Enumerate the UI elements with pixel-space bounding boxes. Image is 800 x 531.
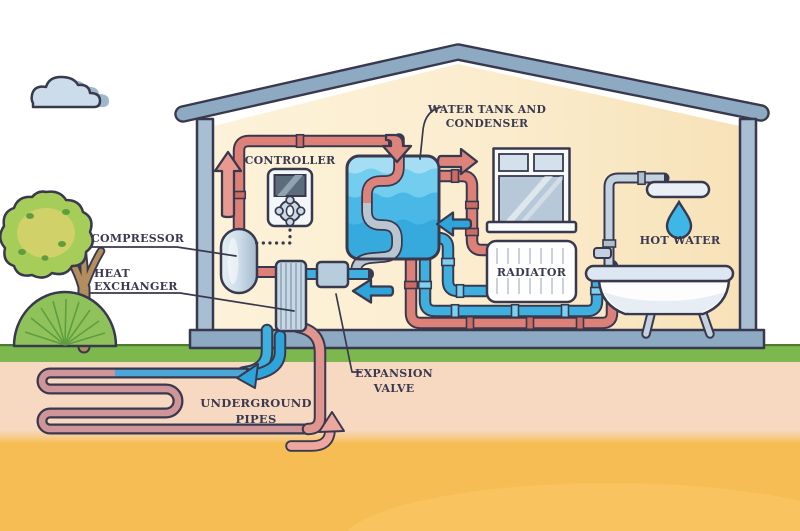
heat-exchanger-ribs	[280, 263, 302, 329]
label-underground-1: UNDERGROUND	[200, 396, 312, 410]
shower	[593, 170, 711, 280]
shower-head	[645, 180, 711, 199]
compressor	[219, 227, 259, 295]
serpentine-warm-section	[38, 369, 308, 433]
leader-expansion-valve	[335, 293, 362, 373]
ground-return-pipe	[293, 322, 325, 434]
leader-water-tank	[419, 106, 442, 160]
roof	[176, 45, 768, 121]
leader-compressor	[90, 246, 237, 257]
flow-arrow-to-valve	[351, 278, 395, 304]
leader-heat-exchanger	[90, 292, 295, 312]
label-water-tank-2: CONDENSER	[446, 117, 529, 130]
radiator-circuit-pipes	[431, 168, 496, 299]
leaf-dots	[18, 209, 70, 261]
bathtub-rim	[584, 264, 735, 283]
radiator: RADIATOR	[485, 239, 578, 304]
tree	[0, 190, 118, 354]
controller-device	[250, 167, 314, 245]
condenser-coil	[350, 133, 405, 280]
tree-crown	[0, 190, 94, 279]
water-drop-icon	[665, 199, 693, 240]
bathroom	[584, 170, 735, 339]
bathtub	[584, 264, 735, 339]
underground-pipe-loop	[36, 320, 345, 452]
hot-pipe-to-radiator	[439, 171, 489, 255]
controller-signal-dots	[250, 228, 292, 245]
window-reflection	[505, 176, 563, 222]
cloud	[30, 75, 109, 109]
shower-valve-handle	[593, 247, 612, 259]
flow-arrow-into-tank	[381, 133, 413, 164]
radiator-label: RADIATOR	[497, 266, 567, 279]
label-controller: CONTROLLER	[245, 154, 336, 167]
hot-pipe-top-run	[231, 133, 413, 239]
flow-arrow-ground-out	[285, 411, 345, 452]
flow-arrow-tank-out	[436, 147, 479, 176]
window	[485, 147, 578, 234]
shower-riser-pipe	[605, 174, 664, 274]
label-expansion-valve-2: VALVE	[373, 382, 415, 395]
flow-arrow-return-tank	[435, 211, 473, 237]
foundation	[188, 328, 766, 350]
label-water-tank-1: WATER TANK AND	[427, 103, 546, 116]
cold-pipe-from-radiator	[437, 233, 489, 296]
hot-pipe-floor	[406, 258, 617, 328]
left-wall	[195, 117, 215, 337]
bush	[12, 290, 118, 348]
expansion-valve	[315, 260, 350, 289]
label-heat-exchanger-1: HEAT	[94, 267, 130, 280]
label-underground-2: PIPES	[236, 412, 277, 426]
water-tank	[345, 133, 441, 280]
right-wall	[738, 117, 758, 337]
flow-arrow-ground-in	[236, 329, 287, 389]
window-sill	[485, 220, 578, 234]
label-heat-exchanger-2: EXCHANGER	[94, 280, 178, 293]
label-expansion-valve-1: EXPANSION	[355, 367, 433, 380]
label-hot-water: HOT WATER	[640, 233, 721, 247]
controller-dpad	[274, 195, 306, 227]
label-compressor: COMPRESSOR	[91, 232, 185, 245]
flow-arrow-up	[213, 150, 243, 219]
